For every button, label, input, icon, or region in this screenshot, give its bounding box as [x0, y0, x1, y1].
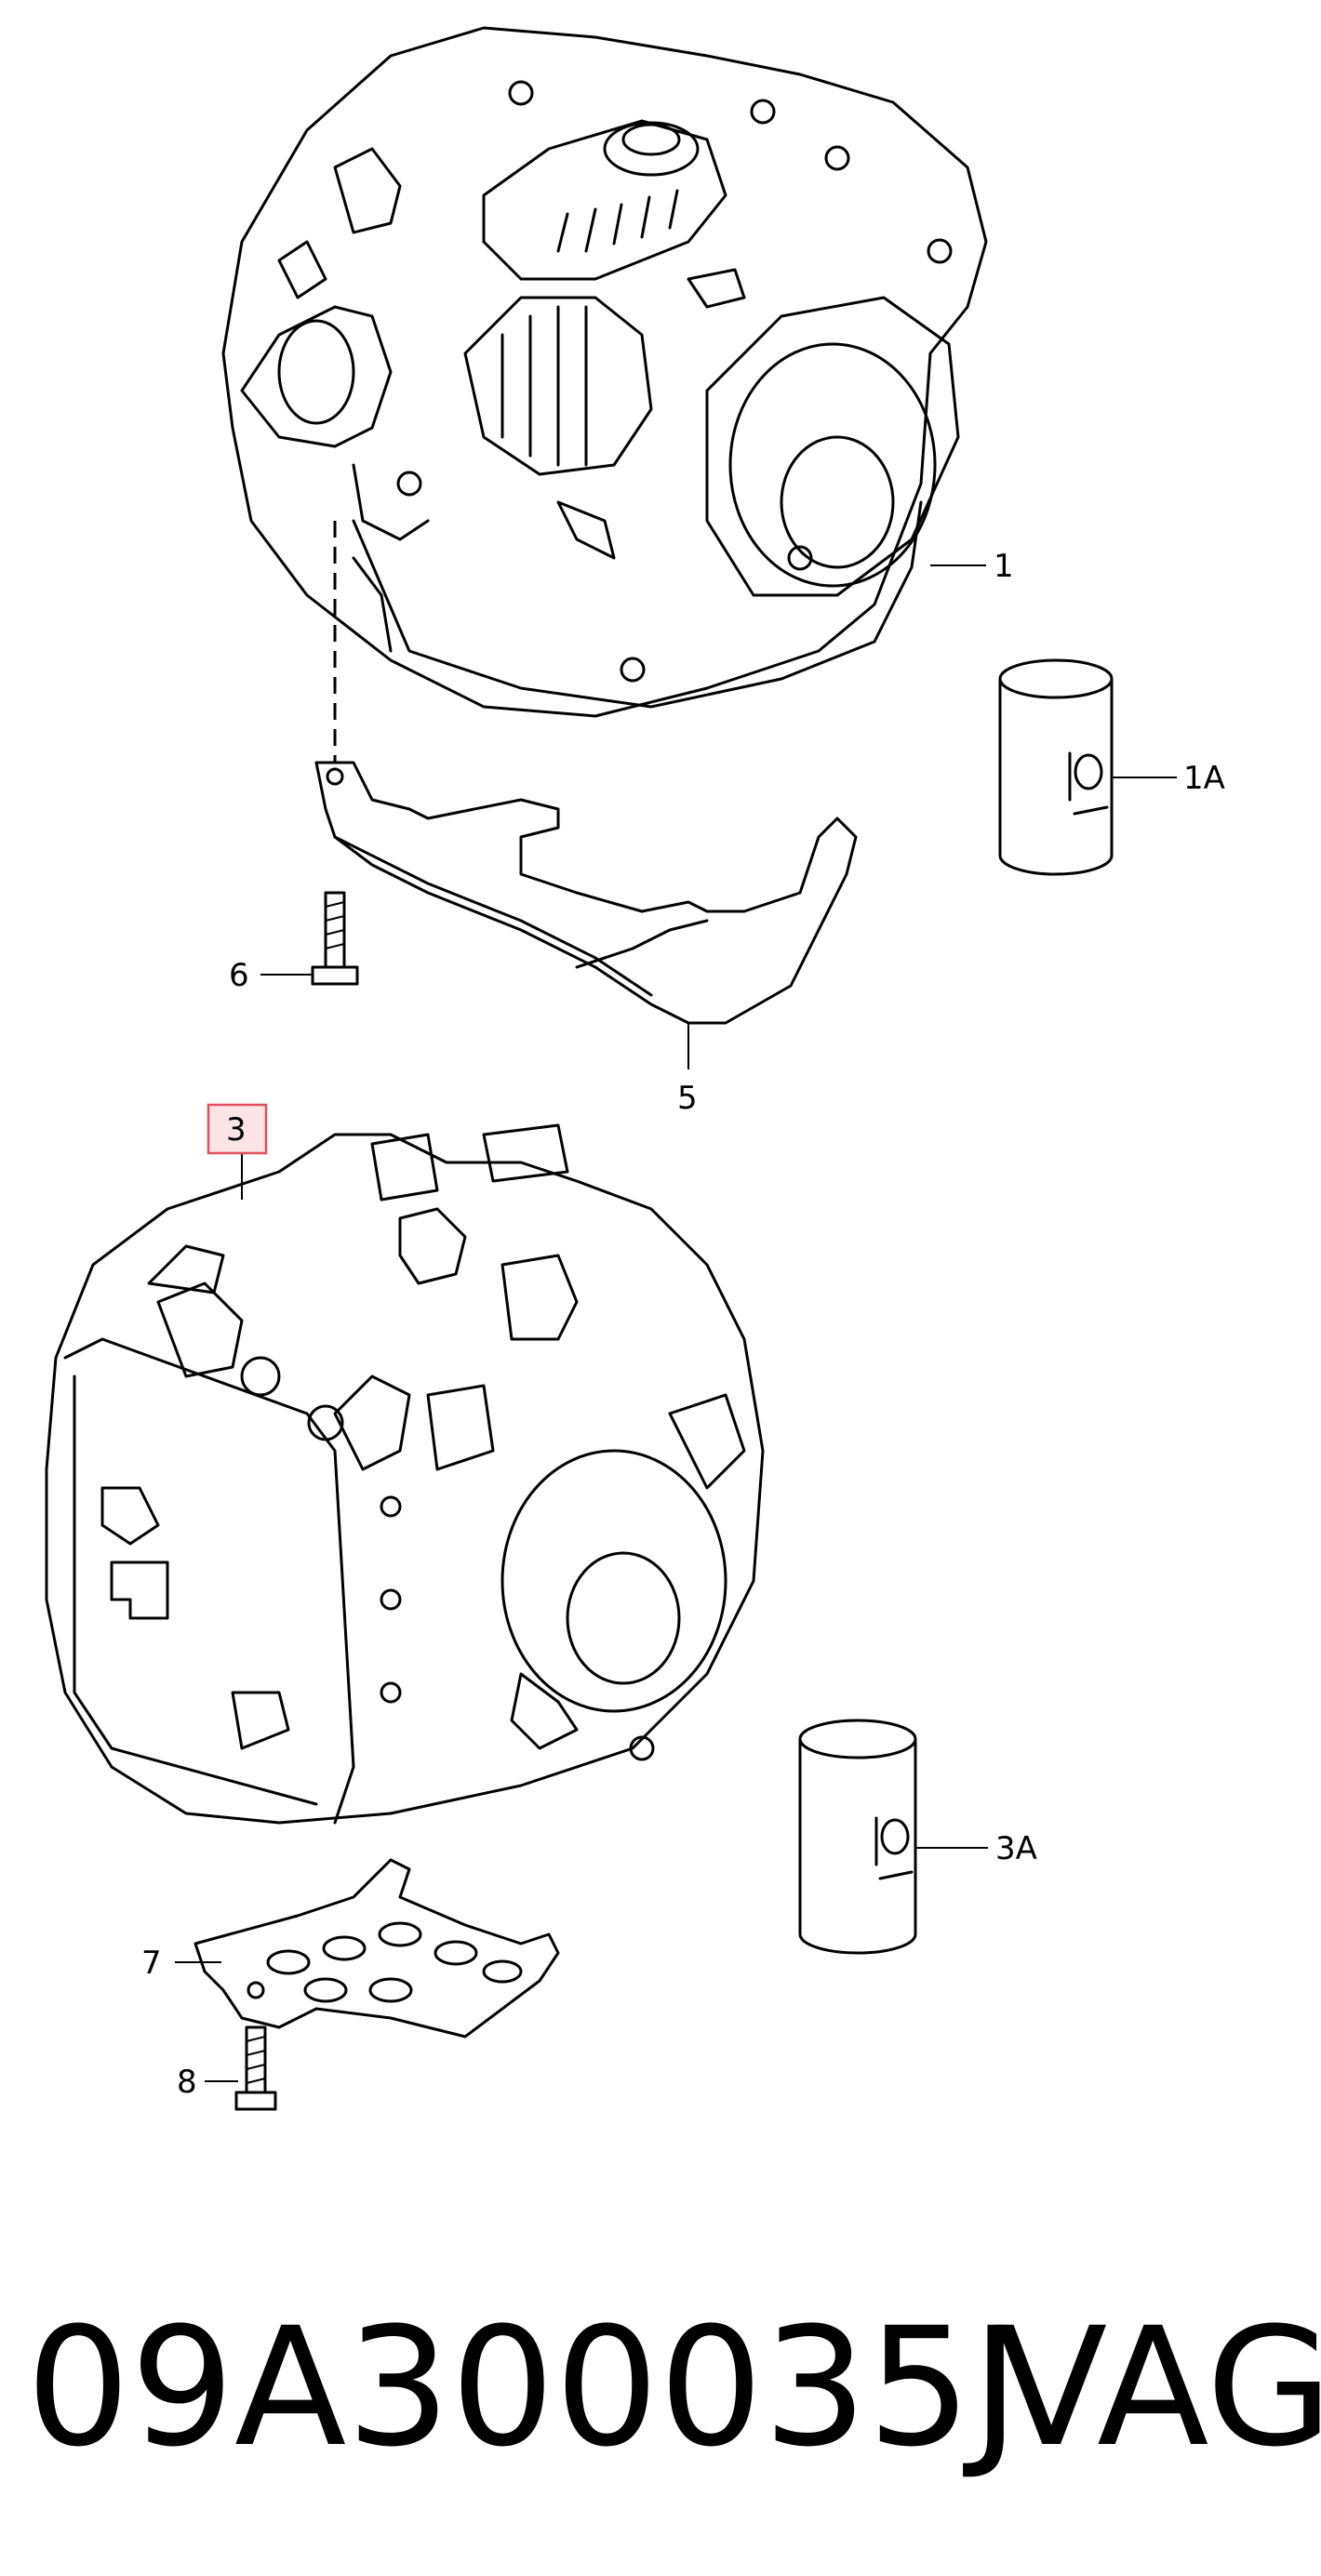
brand-label: VAG — [995, 2292, 1321, 2483]
exploded-parts-diagram: 1 1A 5 6 3 3A 7 8 — [45, 26, 1225, 2111]
oil-bottle-3a — [798, 1719, 917, 1955]
bolt-6 — [311, 891, 359, 986]
part-number: 09A300035J — [26, 2292, 1021, 2483]
oil-bottle-1a — [998, 658, 1114, 876]
gearbox-assembly-lower — [45, 1123, 765, 1825]
callout-3[interactable]: 3 — [226, 1111, 247, 1149]
footer-caption: 09A300035J VAG — [0, 2269, 1321, 2548]
callout-5[interactable]: 5 — [677, 1080, 698, 1117]
callout-6[interactable]: 6 — [229, 957, 249, 994]
callout-3a[interactable]: 3A — [995, 1830, 1037, 1867]
bracket-7 — [193, 1858, 560, 2038]
gearbox-assembly-upper — [221, 26, 988, 718]
callout-3-highlight — [207, 1103, 268, 1155]
callout-1[interactable]: 1 — [994, 548, 1014, 585]
callout-8[interactable]: 8 — [177, 2064, 197, 2101]
bolt-8 — [234, 2025, 277, 2111]
callout-7[interactable]: 7 — [141, 1945, 162, 1982]
underbody-shield — [314, 761, 858, 1025]
callout-1a[interactable]: 1A — [1183, 760, 1225, 797]
leader-lines — [175, 564, 1177, 2082]
